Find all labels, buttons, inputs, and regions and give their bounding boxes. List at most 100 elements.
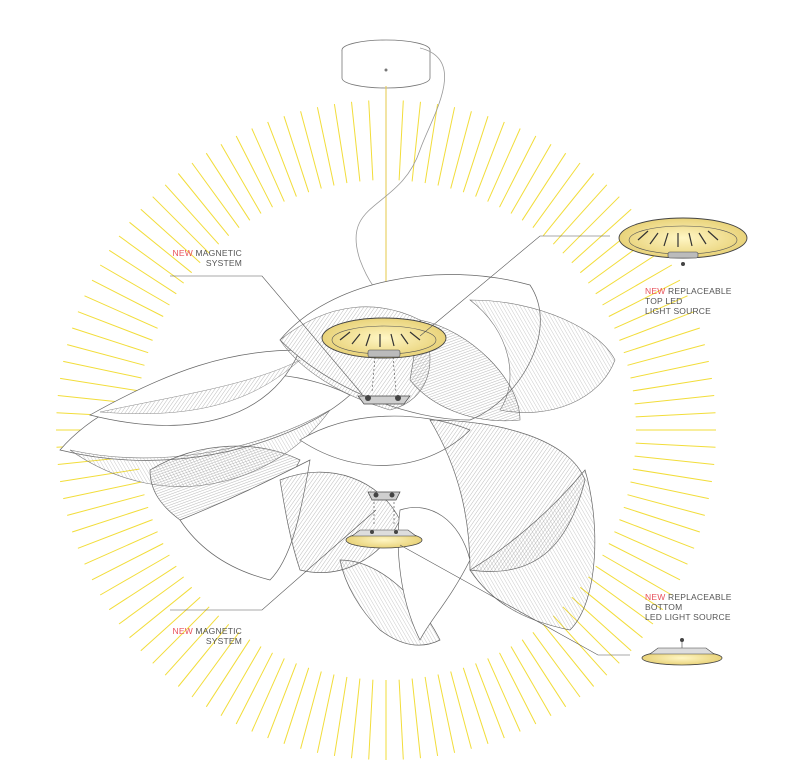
light-ray (634, 455, 715, 465)
light-ray (267, 663, 297, 739)
light-ray (499, 135, 537, 208)
light-ray (627, 344, 705, 366)
light-ray (608, 279, 681, 317)
light-ray (562, 196, 620, 254)
light-ray (437, 107, 456, 186)
light-ray (316, 674, 335, 753)
light-ray (462, 116, 489, 193)
light-ray (316, 107, 335, 186)
light-ray (632, 377, 712, 392)
light-ray (630, 360, 709, 379)
callout-line: MAGNETIC (195, 626, 242, 636)
light-ray (129, 586, 193, 639)
light-ray (602, 554, 673, 596)
callout-magnetic-system-bottom: NEW MAGNETIC SYSTEM (150, 626, 242, 646)
light-ray (191, 162, 240, 228)
light-ray (72, 506, 149, 533)
light-ray (634, 395, 715, 405)
new-tag: NEW (172, 626, 193, 636)
light-ray (191, 632, 240, 698)
light-ray (510, 143, 552, 214)
light-ray (164, 184, 220, 245)
light-ray (424, 104, 439, 184)
light-ray (235, 135, 273, 208)
light-ray (398, 679, 404, 760)
light-ray (635, 442, 716, 448)
light-ray (67, 494, 145, 516)
light-ray (608, 543, 681, 581)
light-ray (632, 468, 712, 483)
light-ray (542, 623, 595, 687)
light-ray (72, 327, 149, 354)
callout-line: TOP LED (645, 296, 683, 306)
light-ray (108, 565, 177, 611)
top-led-light-source (321, 317, 447, 359)
light-ray (118, 235, 184, 284)
ceiling-canopy (341, 39, 431, 89)
light-ray (437, 674, 456, 753)
light-ray (77, 311, 153, 341)
light-ray (67, 344, 145, 366)
light-ray (630, 481, 709, 500)
callout-line: LIGHT SOURCE (645, 306, 712, 316)
light-ray (588, 576, 654, 625)
callout-replaceable-top-led: NEW REPLACEABLE TOP LED LIGHT SOURCE (645, 286, 755, 316)
light-ray (283, 116, 310, 193)
light-ray (91, 543, 164, 581)
new-tag: NEW (645, 592, 666, 602)
light-ray (398, 100, 404, 181)
light-ray (532, 162, 581, 228)
light-ray (63, 360, 142, 379)
callout-line: SYSTEM (205, 258, 242, 268)
light-ray (368, 100, 374, 181)
power-cord (355, 47, 445, 301)
light-ray (177, 173, 230, 237)
light-ray (614, 531, 688, 565)
light-ray (140, 208, 201, 264)
bottom-magnetic-system (367, 491, 401, 526)
light-rays (56, 100, 716, 760)
light-ray (129, 221, 193, 274)
light-ray (205, 639, 251, 708)
light-ray (475, 663, 505, 739)
light-ray (595, 565, 664, 611)
callout-line: MAGNETIC (195, 248, 242, 258)
light-ray (552, 184, 608, 245)
light-ray (487, 128, 521, 202)
callout-magnetic-system-top: NEW MAGNETIC SYSTEM (150, 248, 242, 268)
light-ray (521, 152, 567, 221)
light-ray (300, 671, 322, 749)
light-ray (521, 639, 567, 708)
light-ray (411, 101, 421, 182)
light-ray (205, 152, 251, 221)
light-ray (152, 606, 210, 664)
light-ray (63, 481, 142, 500)
callout-replaceable-bottom-led: NEW REPLACEABLE BOTTOM LED LIGHT SOURCE (645, 592, 765, 622)
light-ray (152, 196, 210, 254)
light-ray (462, 667, 489, 744)
top-led-detail (618, 217, 748, 266)
new-tag: NEW (645, 286, 666, 296)
light-ray (595, 249, 664, 295)
callout-line: LED LIGHT SOURCE (645, 612, 731, 622)
light-ray (623, 327, 700, 354)
light-ray (164, 615, 220, 676)
light-ray (542, 173, 595, 237)
light-ray (333, 104, 348, 184)
light-ray (627, 494, 705, 516)
light-ray (351, 101, 361, 182)
light-ray (510, 646, 552, 717)
light-ray (60, 377, 140, 392)
light-ray (368, 679, 374, 760)
light-ray (623, 506, 700, 533)
light-ray (283, 667, 310, 744)
callout-line: BOTTOM (645, 602, 683, 612)
light-ray (220, 143, 262, 214)
light-ray (77, 519, 153, 549)
light-ray (424, 676, 439, 756)
light-ray (108, 249, 177, 295)
light-ray (251, 658, 285, 732)
light-ray (579, 586, 643, 639)
light-ray (411, 678, 421, 759)
